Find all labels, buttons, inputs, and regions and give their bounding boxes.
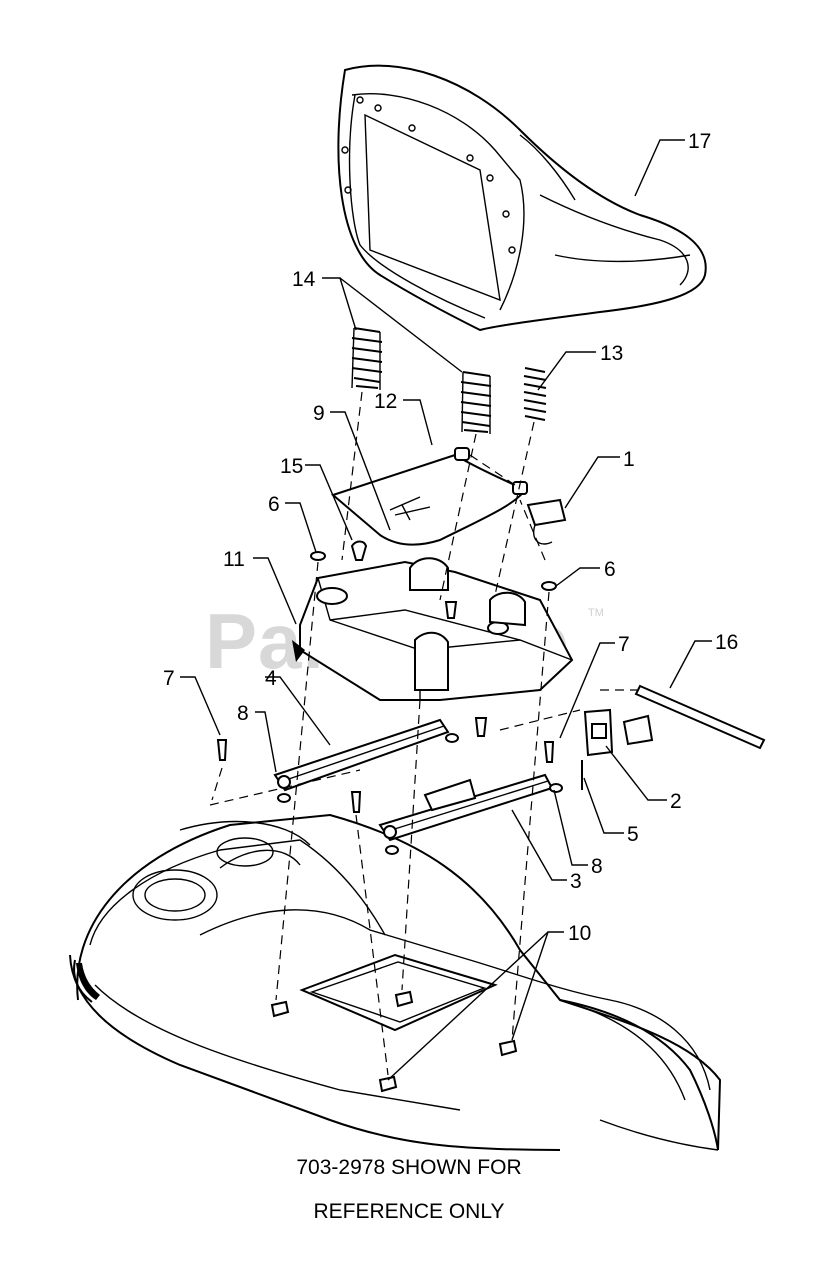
callout-13: 13 [600, 342, 623, 365]
seat-switch [526, 498, 567, 545]
callout-2: 2 [670, 790, 682, 813]
callout-12: 12 [374, 390, 397, 413]
slide-rail-right [378, 773, 554, 842]
callout-labels: 17 14 13 12 9 1 15 6 11 6 7 16 7 4 8 2 5… [163, 130, 738, 945]
seat-pan [292, 557, 574, 701]
seat-cushion [337, 64, 707, 332]
callout-15: 15 [280, 455, 303, 478]
callout-9: 9 [313, 402, 325, 425]
hardware-bolts [216, 540, 563, 1093]
callout-17: 17 [688, 130, 711, 153]
callout-8-right: 8 [591, 855, 603, 878]
callout-1: 1 [623, 448, 635, 471]
callout-14: 14 [292, 268, 316, 291]
callout-5: 5 [627, 823, 639, 846]
callout-3: 3 [570, 870, 582, 893]
callout-8-left: 8 [237, 702, 249, 725]
seat-spring-small [523, 367, 547, 421]
callout-7-left: 7 [163, 667, 175, 690]
adjuster-rod [634, 684, 766, 750]
slide-rail-left [273, 718, 450, 792]
callout-10: 10 [568, 922, 591, 945]
callout-7-right: 7 [618, 633, 630, 656]
callout-16: 16 [715, 631, 738, 654]
leader-lines [180, 139, 712, 1081]
assembly-center-lines [209, 391, 640, 1076]
callout-6-left: 6 [268, 493, 280, 516]
seat-spring-left [351, 327, 383, 390]
latch-bracket [583, 708, 654, 757]
callout-6-right: 6 [604, 558, 616, 581]
watermark-trademark: TM [588, 607, 604, 619]
seat-spring-right [460, 371, 492, 434]
caption-line-1: 703-2978 SHOWN FOR [296, 1156, 522, 1179]
fender-deck [69, 813, 722, 1151]
caption-line-2: REFERENCE ONLY [313, 1200, 505, 1223]
callout-11: 11 [223, 548, 245, 571]
seat-plate [330, 447, 528, 546]
callout-4: 4 [265, 667, 277, 690]
